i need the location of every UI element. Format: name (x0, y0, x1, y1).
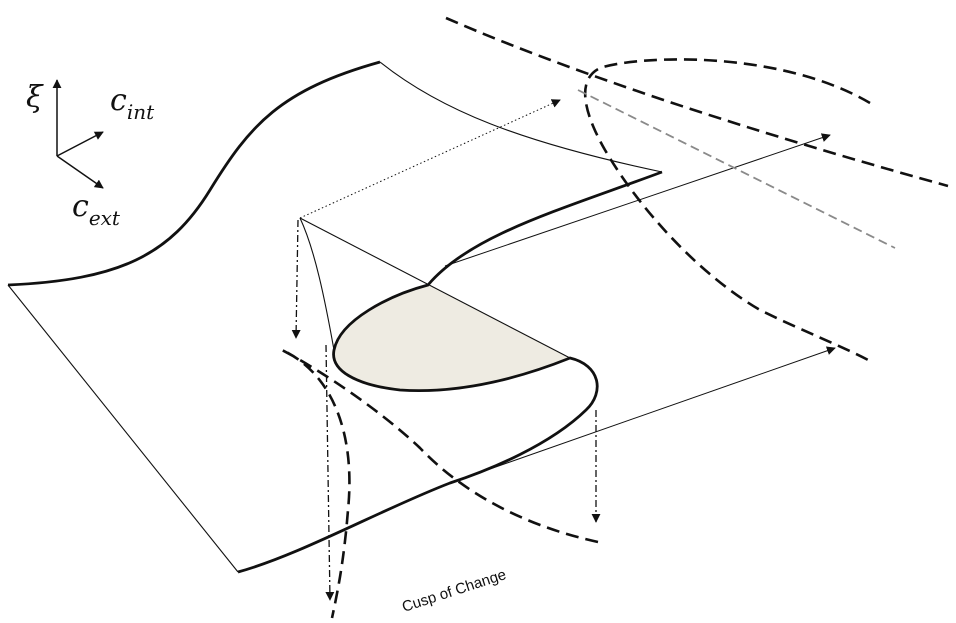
projection-middle (325, 344, 335, 601)
lower-cusp-dashed-curve (281, 348, 599, 619)
projection-arrows (299, 99, 836, 484)
arrow-lower-solid (449, 346, 836, 484)
c-int-base: c (110, 83, 127, 118)
c-int-subscript: int (127, 100, 155, 124)
fold-upper-edge (299, 217, 335, 351)
fold-shaded-region (333, 285, 570, 391)
surface-top-right-edge (379, 61, 663, 173)
upper-back-dashed-line (445, 16, 949, 188)
axis-indicator: ξ cint cext (26, 79, 155, 230)
arrow-upper-dotted (299, 99, 561, 219)
upper-cusp-dashed-curve (583, 58, 873, 364)
c-int-axis-label: cint (110, 83, 155, 124)
c-ext-axis-label: cext (72, 189, 121, 230)
arrow-upper-solid (444, 133, 831, 267)
behaviour-surface (7, 60, 663, 574)
projection-left (291, 219, 301, 339)
surface-left-edge (7, 284, 239, 573)
c-ext-axis-line (56, 155, 104, 189)
grey-dashed-line (577, 89, 896, 249)
c-int-axis-line (56, 131, 104, 157)
bifurcation-curves (281, 16, 949, 619)
fold-curve (237, 170, 663, 574)
xi-axis-label: ξ (26, 80, 44, 115)
c-ext-subscript: ext (89, 206, 121, 230)
cusp-caption: Cusp of Change (400, 566, 508, 616)
surface-back-edge (7, 60, 381, 287)
fold-lower-edge (299, 217, 571, 359)
vertical-projections (291, 219, 601, 601)
c-ext-base: c (72, 189, 89, 224)
